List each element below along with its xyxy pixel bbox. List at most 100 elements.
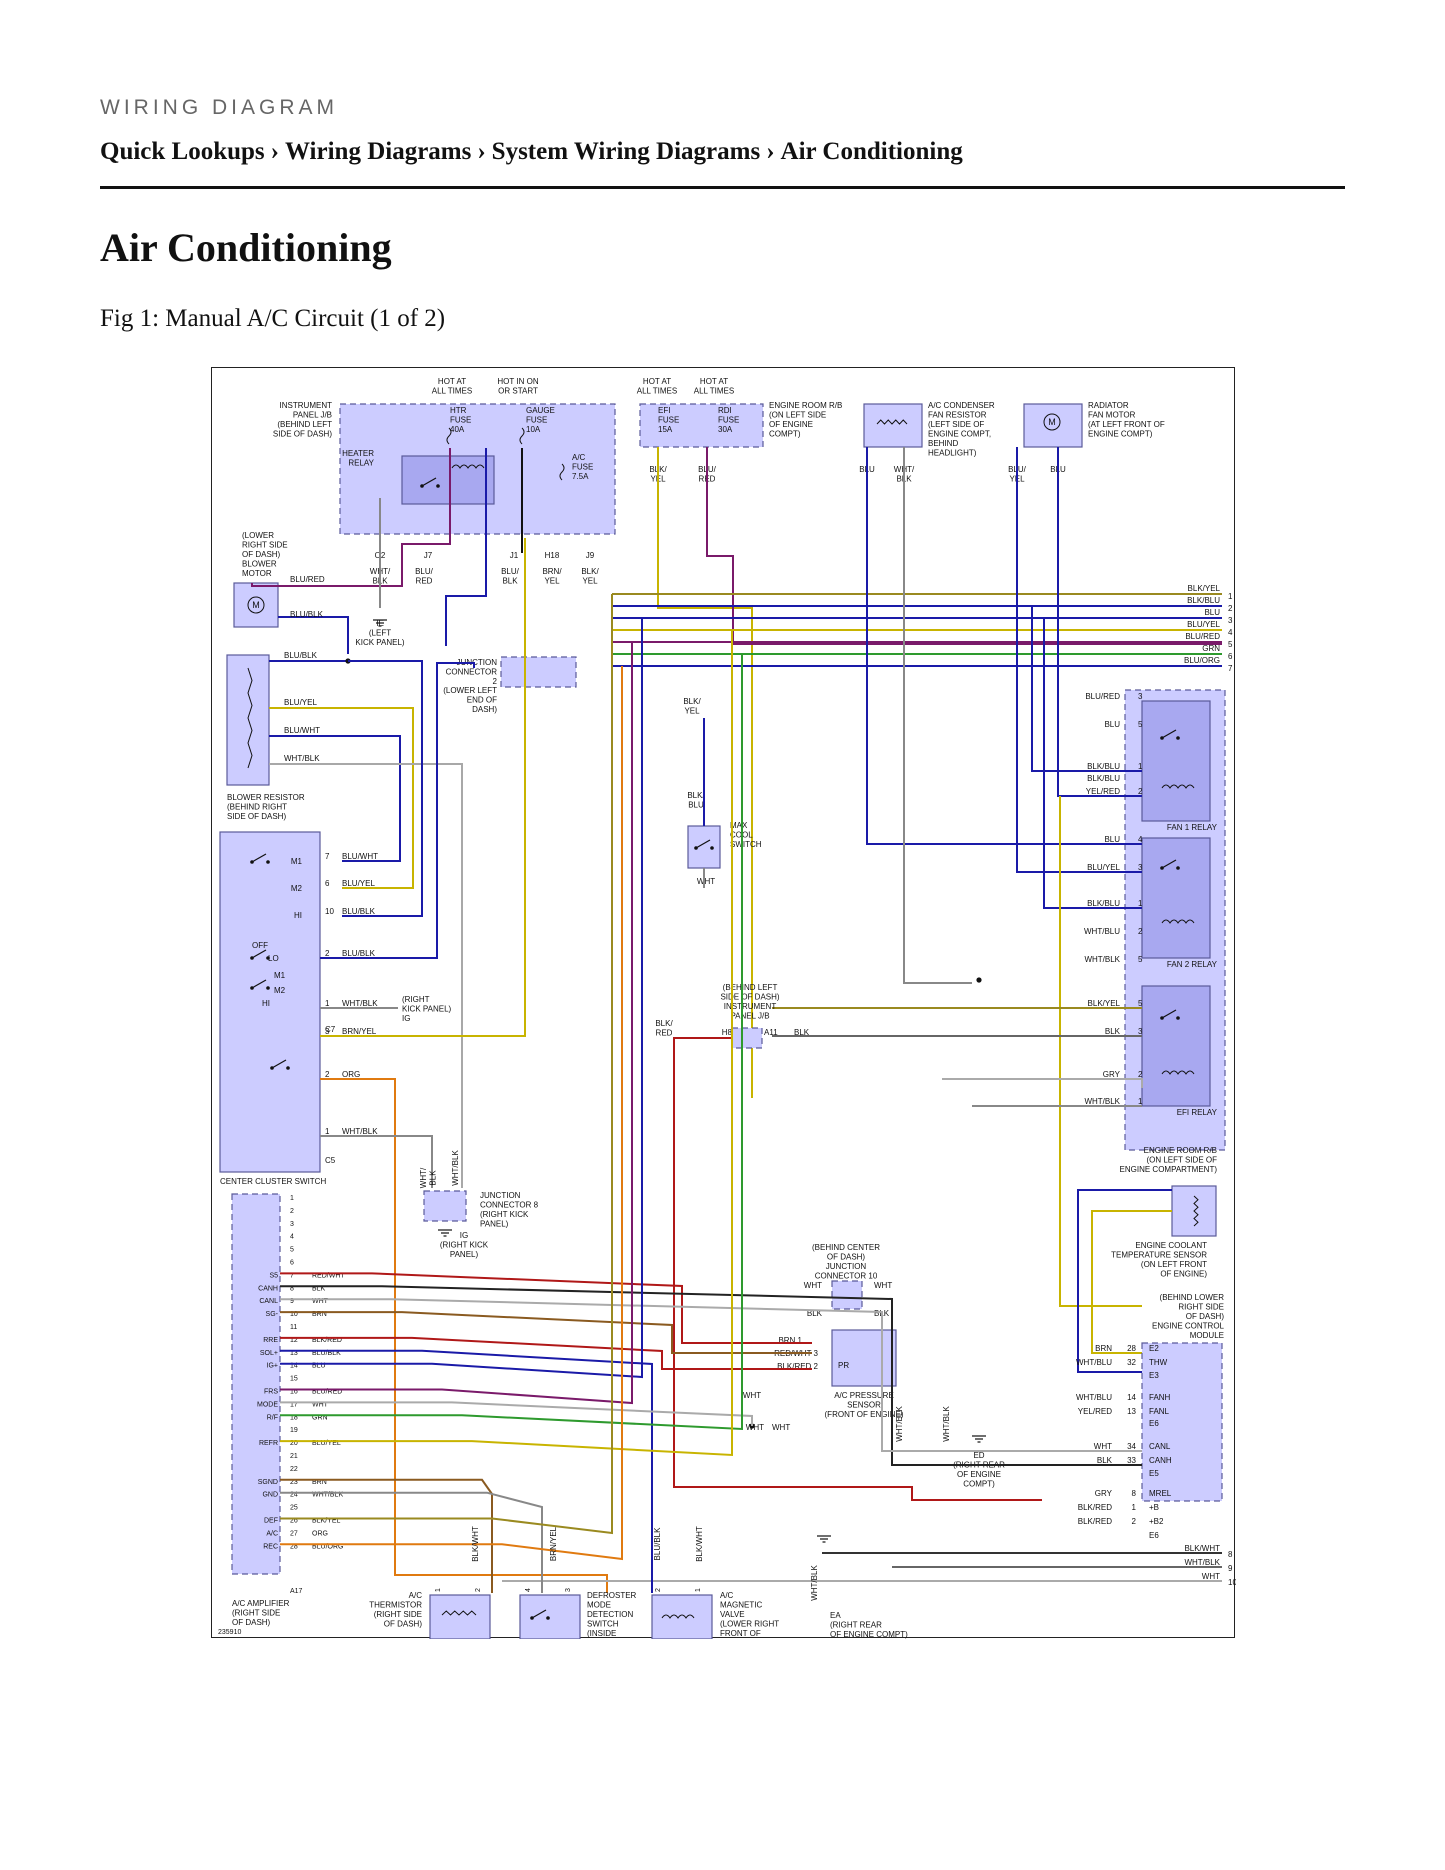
wire-label: GRN <box>1202 644 1220 653</box>
wire-label: WHT/BLU <box>1076 1358 1112 1367</box>
ecm-terminal-label: +B <box>1149 1503 1159 1512</box>
pin-number: 22 <box>290 1466 298 1473</box>
breadcrumb-item-quick-lookups[interactable]: Quick Lookups <box>100 138 265 165</box>
switch-contact <box>1176 736 1180 740</box>
breadcrumb-item-system-wiring-diagrams[interactable]: System Wiring Diagrams <box>491 138 761 165</box>
wire-label: WHT <box>1094 1442 1112 1451</box>
amp-wire <box>280 1272 812 1344</box>
ecm-terminal-label: +B2 <box>1149 1517 1164 1526</box>
pin-number: 7 <box>290 1272 294 1279</box>
pin-number: 34 <box>1127 1442 1136 1451</box>
wire-label: WHT/BLK <box>1084 955 1120 964</box>
engine-control-module <box>1141 1342 1223 1502</box>
pin-number: 4 <box>1138 835 1143 844</box>
pin-number: 3 <box>1138 692 1143 701</box>
breadcrumb-separator: › <box>766 138 775 165</box>
wire-label: BLK/WHT <box>1184 1544 1220 1553</box>
ecm-terminal-label: CANH <box>1149 1456 1172 1465</box>
wire-label: BLK/BLU <box>687 791 705 810</box>
switch-contact <box>1160 1016 1164 1020</box>
wire-label: WHT <box>1202 1572 1220 1581</box>
pin-number: 20 <box>290 1440 298 1447</box>
wire-wht-blk <box>269 763 463 1188</box>
defroster-mode-switch-label: DEFROSTERMODEDETECTIONSWITCH(INSIDESWITC… <box>587 1591 637 1639</box>
pin-number: 3 <box>1228 616 1233 625</box>
wire-label: ORG <box>312 1530 328 1537</box>
pin-number: 3 <box>1138 863 1143 872</box>
wire-label: BLU/BLK <box>312 1350 341 1357</box>
switch-contact <box>1176 866 1180 870</box>
switch-contact <box>250 986 254 990</box>
resistor-symbol <box>1193 1195 1199 1227</box>
amp-terminal-label: MODE <box>257 1401 278 1408</box>
pin-number: 1 <box>1138 1097 1143 1106</box>
wire-label: BLU/YEL <box>284 698 317 707</box>
pin-number: 5 <box>1138 955 1143 964</box>
wire-label: WHT/BLK <box>342 1127 378 1136</box>
wire-label: BRN <box>312 1479 327 1486</box>
wire-label: BLK/YEL <box>1088 999 1121 1008</box>
breadcrumb-item-air-conditioning[interactable]: Air Conditioning <box>780 138 963 165</box>
motor-icon <box>247 596 265 614</box>
wire-label: GRN <box>312 1414 328 1421</box>
connector-id: C5 <box>325 1156 336 1165</box>
sensor-terminal-label: PR <box>838 1361 849 1370</box>
pin-number: 2 <box>1228 604 1233 613</box>
pin-number: 32 <box>1127 1358 1136 1367</box>
ecm-terminal-label: THW <box>1149 1358 1168 1367</box>
wire-brn-yel <box>320 538 526 1037</box>
pin-number: 5 <box>1138 720 1143 729</box>
wire-label: WHT <box>772 1423 790 1432</box>
wire-yel-red <box>1059 796 1142 1307</box>
pin-number: 6 <box>290 1260 294 1267</box>
wire-label: BLK/WHT <box>695 1526 704 1562</box>
wire-gry <box>942 1078 1143 1088</box>
wire-label: BLK/YEL <box>581 567 599 586</box>
amp-wire <box>280 654 743 1431</box>
switch-symbol <box>251 853 267 863</box>
amp-terminal-label: RRE <box>263 1337 278 1344</box>
wire-blu-blk <box>445 448 487 646</box>
connector-label: J9 <box>586 551 595 560</box>
pin-number: 6 <box>1228 652 1233 661</box>
amp-wire <box>280 1401 753 1426</box>
splice-dot <box>976 977 982 983</box>
pin-number: 1 <box>290 1195 294 1202</box>
instrument-panel-jb-right <box>731 1027 763 1049</box>
wire-label: WHT <box>874 1281 892 1290</box>
wire-blu-red <box>706 447 1222 645</box>
ac-pressure-sensor <box>831 1329 897 1387</box>
ac-thermistor <box>429 1594 491 1639</box>
switch-contact <box>1160 866 1164 870</box>
amp-terminal-label: IG+ <box>267 1363 278 1370</box>
switch-symbol <box>531 1609 547 1619</box>
wire-label: BLK/YEL <box>1188 584 1221 593</box>
wire-label: BLU/BLK <box>501 567 520 586</box>
wire-label: GRY <box>1095 1489 1113 1498</box>
amp-wire <box>280 1336 812 1370</box>
pin-number: 2 <box>1138 1070 1143 1079</box>
efi-relay-label: EFI RELAY <box>1177 1108 1218 1117</box>
wire-brn <box>1091 1210 1172 1354</box>
pin-number: 7 <box>325 852 330 861</box>
amp-wire <box>280 618 643 1379</box>
wire-label: GRY <box>1103 1070 1121 1079</box>
pin-number: 5 <box>1138 999 1143 1008</box>
pin-number: 8 <box>290 1285 294 1292</box>
wire-label: WHT <box>697 877 715 886</box>
breadcrumb-item-wiring-diagrams[interactable]: Wiring Diagrams <box>285 138 472 165</box>
pin-number: 8 <box>1228 1550 1233 1559</box>
wire-label: BRN/YEL <box>542 567 562 586</box>
wire-blu-yel <box>1016 447 1142 873</box>
pin-number: 18 <box>290 1414 298 1421</box>
wire-label: BLU/RED <box>290 575 325 584</box>
wire-label: BLK/BLU <box>1087 899 1120 908</box>
wire-label: BLK/RED <box>1078 1503 1112 1512</box>
